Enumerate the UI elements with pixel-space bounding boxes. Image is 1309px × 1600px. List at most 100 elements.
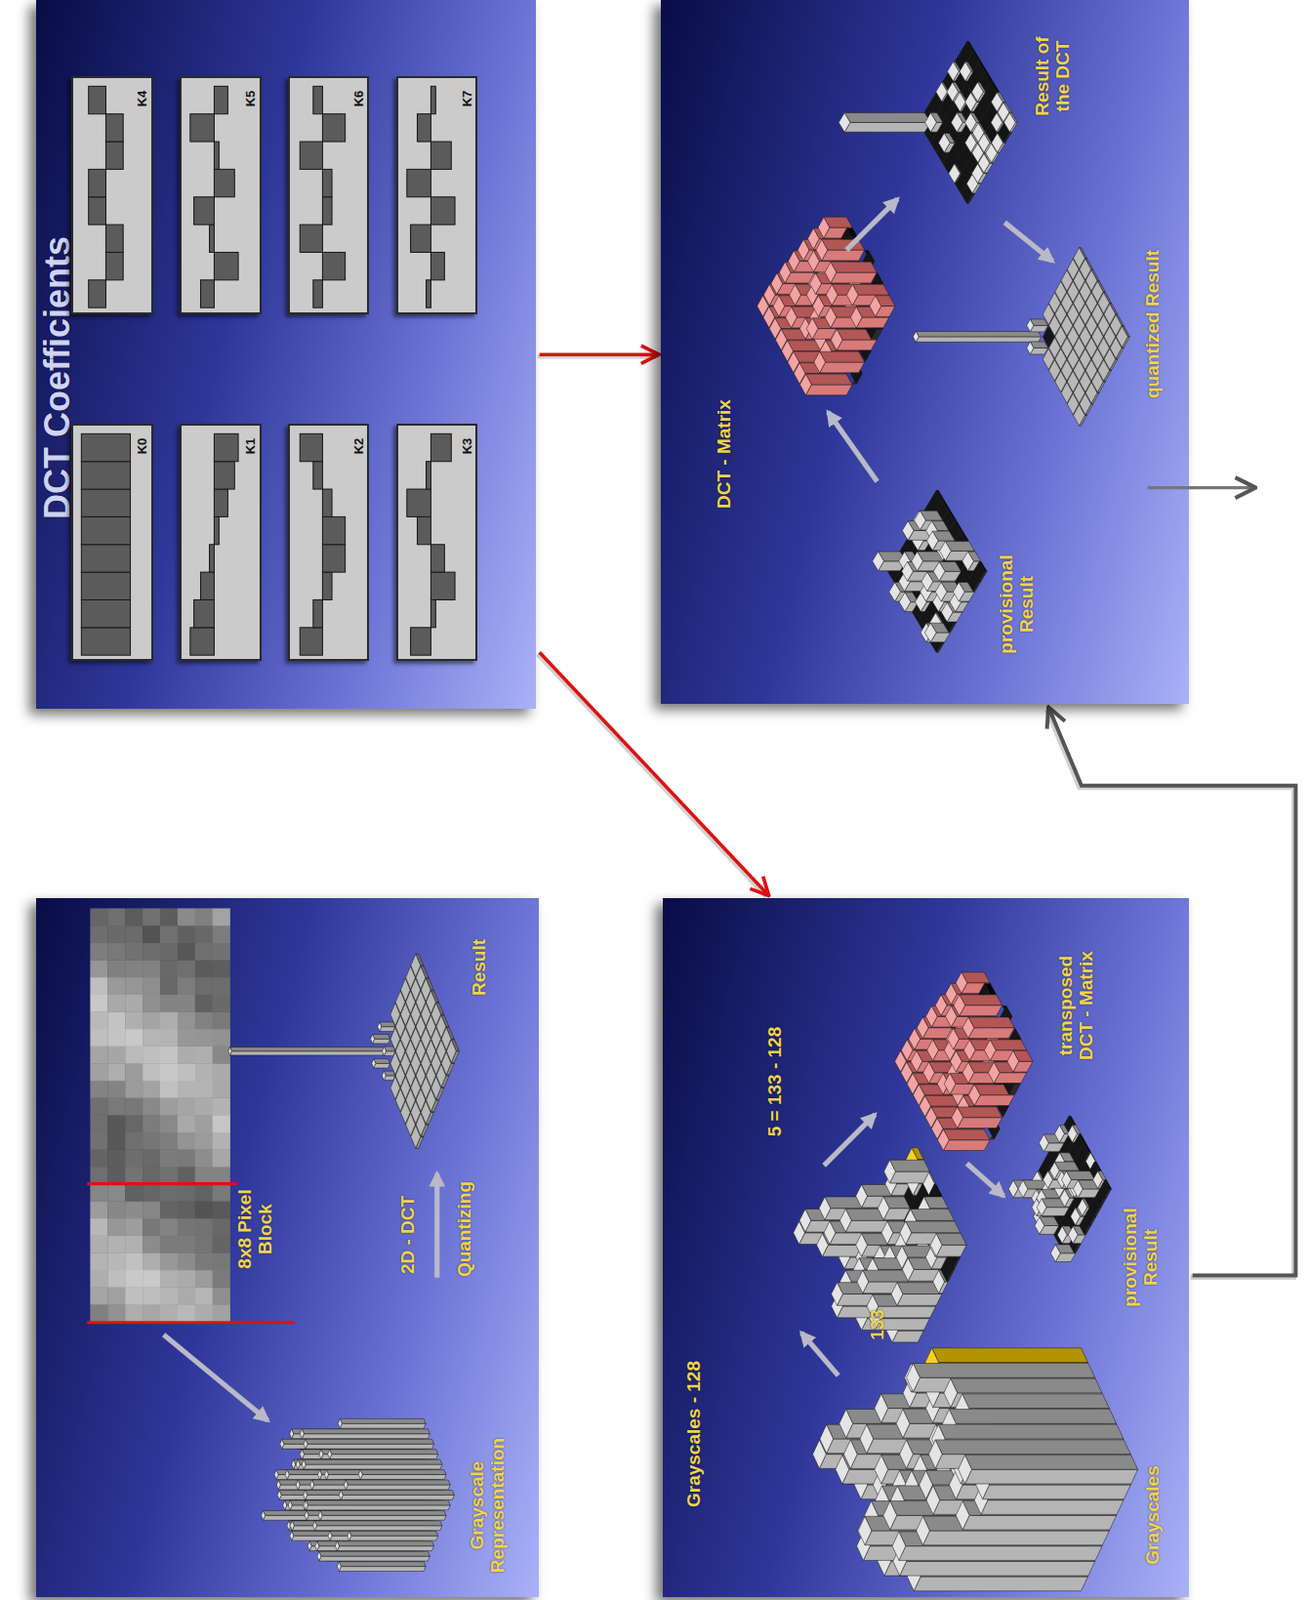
image-pixel	[124, 1148, 143, 1167]
block-face	[943, 1129, 991, 1141]
basis-bar	[416, 516, 431, 544]
grayscale-columns	[260, 1418, 454, 1571]
basis-bar	[88, 86, 107, 115]
block-face	[302, 1489, 307, 1500]
basis-bar	[430, 86, 436, 115]
image-pixel	[142, 1045, 161, 1064]
block-face	[229, 1046, 384, 1051]
coefficient-box: K0	[71, 423, 154, 662]
image-pixel	[160, 1200, 178, 1219]
image-pixel	[194, 1028, 212, 1047]
block-face	[345, 1484, 450, 1490]
image-pixel	[194, 977, 212, 995]
image-pixel	[211, 1304, 230, 1322]
block-face	[376, 1022, 381, 1031]
image-pixel	[124, 1304, 143, 1322]
image-pixel	[107, 1045, 125, 1064]
image-pixel	[211, 959, 230, 978]
block-face	[939, 133, 951, 154]
image-pixel	[107, 1080, 125, 1099]
block-face	[936, 994, 948, 1017]
block-face	[328, 1448, 438, 1454]
block-face	[814, 351, 826, 373]
block-face	[897, 1408, 911, 1437]
process-arrow	[163, 1334, 268, 1421]
block-face	[851, 306, 863, 328]
block-face	[338, 1489, 343, 1500]
basis-bar	[88, 169, 107, 198]
image-pixel	[160, 907, 178, 926]
image-pixel	[124, 959, 143, 978]
step-label: provisional Result	[1120, 1198, 1162, 1316]
image-pixel	[160, 1028, 178, 1047]
block-face	[320, 1514, 447, 1520]
diagram-panel: Grayscales - 1285 = 133 - 128133transpos…	[662, 898, 1188, 1597]
image-pixel	[142, 1063, 161, 1081]
block-face	[956, 1500, 971, 1529]
block-face	[945, 982, 958, 1005]
block-face	[973, 561, 985, 581]
block-face	[808, 228, 820, 250]
block-face	[923, 1530, 1110, 1546]
block-face	[1067, 1124, 1078, 1143]
block-face	[301, 1459, 306, 1470]
block-face	[844, 113, 933, 123]
image-pixel	[124, 1063, 143, 1081]
coefficient-label: K3	[459, 437, 474, 454]
block-face	[931, 1232, 943, 1257]
basis-bar	[430, 141, 451, 169]
block-face	[303, 1438, 308, 1449]
block-face	[959, 1005, 1003, 1017]
image-pixel	[142, 1183, 161, 1201]
basis-bar	[322, 572, 332, 600]
block-face	[857, 1269, 869, 1294]
block-face	[962, 551, 975, 572]
block-face	[381, 1070, 386, 1080]
basis-bar	[430, 544, 445, 573]
block-face	[338, 1560, 426, 1566]
image-pixel	[176, 1252, 195, 1270]
image-pixel	[124, 925, 143, 943]
basis-bar	[81, 489, 131, 517]
block-face	[1007, 1050, 1020, 1072]
block-face	[949, 1408, 1117, 1424]
image-pixel	[211, 1269, 230, 1288]
block-face	[914, 510, 927, 531]
basis-bar	[425, 460, 431, 489]
block-face	[816, 239, 828, 261]
coefficient-label: K7	[459, 90, 474, 108]
block-face	[943, 1378, 958, 1407]
block-face	[962, 1062, 975, 1084]
block-face	[305, 1500, 450, 1506]
block-face	[938, 1129, 950, 1151]
image-pixel	[211, 925, 230, 943]
image-pixel	[142, 1218, 161, 1236]
image-pixel	[124, 977, 143, 995]
basis-bar	[322, 489, 332, 517]
block-face	[824, 306, 837, 328]
block-face	[378, 1025, 395, 1031]
block-face	[899, 1439, 914, 1469]
coefficient-label: K5	[244, 90, 258, 108]
block-face	[945, 1005, 958, 1027]
image-pixel	[142, 925, 161, 943]
block-face	[806, 373, 854, 385]
block-face	[1073, 1180, 1084, 1198]
block-face	[785, 306, 798, 328]
block-face	[327, 1530, 332, 1541]
block-face	[320, 1510, 447, 1515]
image-pixel	[124, 942, 143, 961]
block-face	[276, 1479, 281, 1490]
block-face	[935, 581, 947, 602]
image-pixel	[176, 1183, 195, 1201]
block-face	[889, 581, 901, 602]
dct-result-plate	[227, 953, 459, 1148]
block-face	[830, 261, 877, 273]
block-face	[295, 1459, 300, 1470]
basis-bar	[299, 627, 323, 655]
image-pixel	[107, 1304, 125, 1322]
block-face	[1062, 1170, 1072, 1188]
image-pixel	[107, 1132, 125, 1150]
block-face	[899, 1221, 912, 1245]
image-pixel	[194, 1286, 212, 1305]
